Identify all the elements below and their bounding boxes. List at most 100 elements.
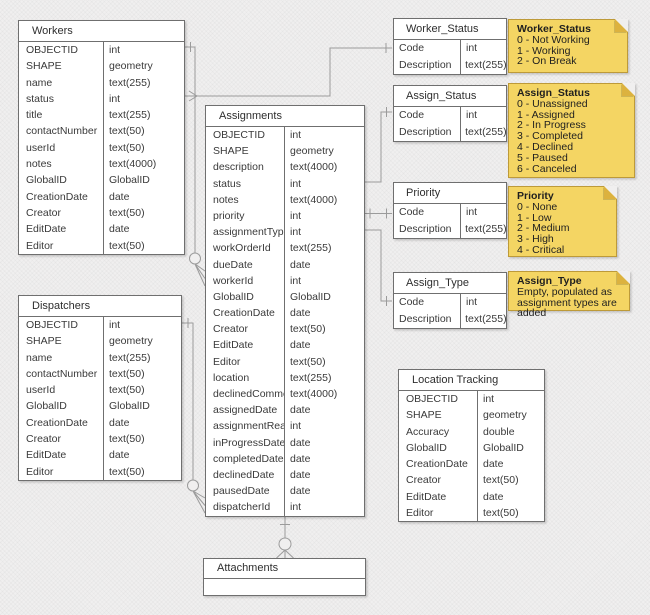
note-line: 3 - Completed [517,130,583,143]
field-name: Code [399,109,425,121]
field-type: GlobalID [109,400,150,413]
field-type: int [290,177,302,190]
field-type: geometry [109,60,153,73]
field-type: text(50) [109,206,145,219]
field-type: GlobalID [290,290,331,303]
note-title: Assign_Status [517,87,590,99]
field-name: Editor [213,355,241,368]
field-type: text(255) [465,313,506,325]
column-divider [284,127,285,516]
field-type: double [483,425,515,438]
column-divider [460,294,461,328]
field-name: GlobalID [26,400,67,413]
field-type: text(255) [109,76,151,89]
field-name: GlobalID [213,290,254,303]
connector-workers-assignments [185,42,206,287]
field-name: Description [399,126,452,138]
field-name: SHAPE [406,409,442,422]
note-title: Worker_Status [517,23,591,35]
field-type: date [109,190,130,203]
field-name: contactNumber [26,367,98,380]
field-type: int [483,393,495,405]
field-name: description [213,161,264,174]
field-row: Description text(255) [394,124,506,141]
field-name: SHAPE [26,335,62,348]
field-name: workOrderId [213,242,271,255]
field-type: text(255) [465,126,506,138]
field-type: date [109,449,130,462]
field-type: int [290,209,302,222]
column-divider [103,317,104,480]
field-name: notes [213,193,239,206]
column-divider [460,107,461,141]
field-type: text(50) [109,433,145,446]
entity-title: Priority [394,183,506,204]
note-line: 6 - Canceled [517,162,577,175]
field-name: Creator [406,474,442,487]
note-line: 1 - Assigned [517,108,575,121]
field-type: text(255) [465,223,506,235]
field-name: declinedComment [213,388,284,400]
field-name: assignmentRead [213,420,284,433]
entity-attachments[interactable]: Attachments [203,558,366,596]
field-name: declinedDate [213,468,275,481]
field-name: workerId [213,274,254,287]
field-type: date [290,485,311,498]
field-name: inProgressDate [213,436,284,449]
field-name: EditDate [213,339,254,352]
entity-title: Location Tracking [399,370,544,391]
field-type: text(50) [109,465,145,478]
field-name: Creator [213,323,249,336]
connector-dispatchers-assignments [182,318,206,514]
field-row: GlobalID GlobalID [19,398,181,414]
field-name: Editor [26,239,54,252]
note-line: 5 - Paused [517,151,568,164]
field-type: text(50) [483,507,519,520]
field-type: geometry [290,145,334,158]
note-line: 4 - Declined [517,140,574,153]
